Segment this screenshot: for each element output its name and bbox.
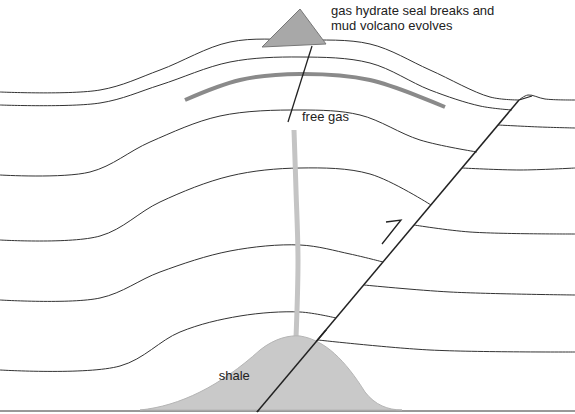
strata-line bbox=[0, 168, 431, 241]
fault-line bbox=[257, 330, 402, 412]
mud-volcano bbox=[262, 9, 326, 47]
strata-line bbox=[0, 245, 383, 302]
strata-line bbox=[498, 125, 575, 128]
rock-label: shale bbox=[219, 368, 250, 383]
annotation: gas hydrate seal breaks and mud volcano … bbox=[331, 3, 499, 33]
base-line bbox=[0, 411, 575, 412]
shale-diapir: shale bbox=[140, 330, 402, 412]
strata-line bbox=[519, 95, 575, 100]
annotation: free gas bbox=[302, 109, 349, 124]
shale-outline bbox=[140, 330, 402, 412]
strata-line bbox=[462, 168, 575, 170]
strata-line bbox=[318, 340, 575, 352]
gas-chimney bbox=[294, 130, 298, 338]
gas-hydrate-seal bbox=[185, 74, 445, 107]
fault-scarp bbox=[519, 96, 532, 100]
slip-arrow bbox=[382, 220, 401, 244]
strata-line bbox=[364, 285, 575, 295]
strata-line bbox=[0, 57, 512, 110]
strata-line bbox=[0, 39, 519, 100]
shale-body bbox=[140, 336, 402, 410]
strata-line bbox=[414, 225, 575, 234]
fault-line bbox=[257, 100, 519, 412]
strata-line bbox=[0, 110, 477, 176]
